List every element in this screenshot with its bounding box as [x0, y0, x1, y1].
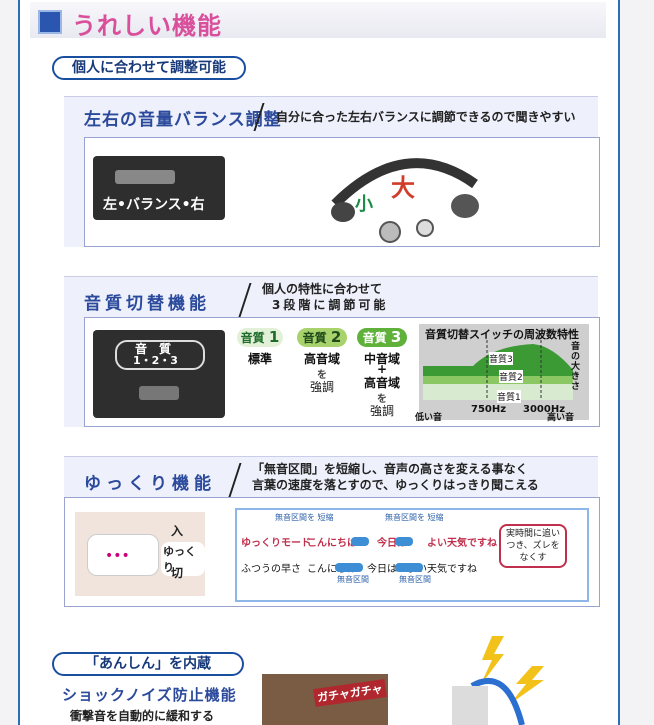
mode-3-line1: 中音域: [363, 352, 400, 366]
shock-title: ショックノイズ防止機能: [62, 686, 237, 704]
shock-desc: 衝撃音を自動的に緩和する: [70, 709, 215, 723]
silence-1: 無音区間: [337, 575, 369, 584]
mode-3-line3: 高音域: [363, 376, 400, 390]
balance-switch-photo: 左•バランス•右: [93, 156, 225, 220]
mode-1-badge: 音質 1: [237, 328, 283, 347]
frequency-chart: 音質切替スイッチの周波数特性 音質3 音質2 音質1 750Hz 3000Hz …: [415, 324, 589, 423]
balance-switch-label: 左•バランス•右: [103, 197, 205, 213]
mode-2-line1: 高音域: [303, 352, 340, 366]
silence-short-1: 無音区間を 短縮: [275, 513, 334, 522]
silence-2: 無音区間: [399, 575, 431, 584]
mode-2-line3: 強調: [309, 380, 334, 394]
slow-panel: ••• 入 ゆっくり 切 無音区間を 短縮 無音区間を 短縮 ゆっくりモード こ…: [64, 497, 600, 607]
quality-desc-2: 3段階に調節可能: [272, 298, 389, 312]
lightning-bolts-icon: [452, 636, 544, 725]
slow-mode-label: ゆっくりモード: [241, 538, 311, 549]
safe-pill: 「あんしん」を内蔵: [52, 652, 244, 676]
quality-desc-1: 個人の特性に合わせて: [262, 282, 383, 296]
quality-title: 音質切替機能: [84, 294, 210, 314]
series-2-label: 音質2: [499, 370, 523, 383]
normal-speed-text: こんにちは 今日は よい天気ですね: [307, 564, 477, 575]
personal-adjust-pill: 個人に合わせて調整可能: [52, 56, 246, 80]
chart-title: 音質切替スイッチの周波数特性: [425, 328, 579, 341]
quality-switch-photo: 音 質 1・2・3: [93, 330, 225, 418]
mode-3-line5: 強調: [369, 404, 394, 418]
slow-desc-1: 「無音区間」を短縮し、音声の高さを変える事なく: [252, 462, 528, 476]
speech-diagram: 無音区間を 短縮 無音区間を 短縮 ゆっくりモード こんにちは 今日は よい天気…: [235, 508, 589, 602]
switch-slow-label: ゆっくり: [161, 542, 205, 576]
y-axis-label: 音の大きさ: [571, 342, 581, 392]
series-3-label: 音質3: [489, 352, 513, 365]
switch-on-label: 入: [171, 524, 184, 538]
gacha-text: ガチャガチャ: [313, 679, 387, 707]
shock-photo: ガチャガチャ: [262, 674, 388, 725]
series-1-label: 音質1: [497, 390, 521, 403]
mode-2-badge: 音質 2: [297, 328, 347, 347]
mode-2-line2: を: [317, 370, 327, 381]
title-bar: うれしい機能: [30, 2, 606, 40]
volume-large-label: 大: [391, 174, 415, 202]
square-icon: [38, 10, 62, 34]
mode-1-desc: 標準: [247, 352, 272, 366]
mode-3-badge: 音質 3: [357, 328, 407, 347]
switch-off-label: 切: [171, 566, 184, 580]
x-high-label: 高い音: [547, 413, 575, 423]
mode-3-line2: +: [376, 362, 388, 376]
quality-section: 音質切替機能 個人の特性に合わせて 3段階に調節可能 音 質 1・2・3 音質 …: [64, 276, 600, 427]
sync-note: 実時間に追いつき、ズレをなくす: [499, 524, 567, 568]
slow-title: ゆっくり機能: [84, 474, 216, 494]
quality-switch-top: 音 質: [135, 342, 172, 356]
slow-switch-photo: ••• 入 ゆっくり 切: [75, 512, 205, 596]
divider: [238, 283, 252, 317]
page-frame: うれしい機能 個人に合わせて調整可能 左右の音量バランス調整 自分に合った左右バ…: [18, 0, 620, 725]
balance-title: 左右の音量バランス調整: [84, 110, 282, 130]
slow-section: ゆっくり機能 「無音区間」を短縮し、音声の高さを変える事なく 言葉の速度を落とす…: [64, 456, 600, 607]
quality-panel: 音 質 1・2・3 音質 1 標準 音質 2 高音域 を 強調 音質 3 中音域…: [84, 317, 600, 427]
volume-small-label: 小: [355, 194, 373, 215]
quality-switch-nums: 1・2・3: [133, 354, 178, 367]
balance-panel: 左•バランス•右 小 大: [84, 137, 600, 247]
balance-desc: 自分に合った左右バランスに調節できるので聞きやすい: [276, 110, 576, 124]
divider: [228, 463, 242, 497]
slow-desc-2: 言葉の速度を落とすので、ゆっくりはっきり聞こえる: [252, 478, 539, 492]
balance-section: 左右の音量バランス調整 自分に合った左右バランスに調節できるので聞きやすい 左•…: [64, 96, 600, 247]
normal-speed-label: ふつうの早さ: [241, 564, 301, 575]
bone-conduction-headset-icon: [331, 158, 479, 243]
led-dots-icon: •••: [105, 548, 130, 564]
x-low-label: 低い音: [415, 413, 443, 423]
mode-3-line4: を: [377, 394, 387, 405]
x-mark-3000: 3000Hz: [523, 404, 566, 415]
x-mark-750: 750Hz: [471, 404, 507, 415]
silence-short-2: 無音区間を 短縮: [385, 513, 444, 522]
page-title: うれしい機能: [72, 12, 222, 40]
